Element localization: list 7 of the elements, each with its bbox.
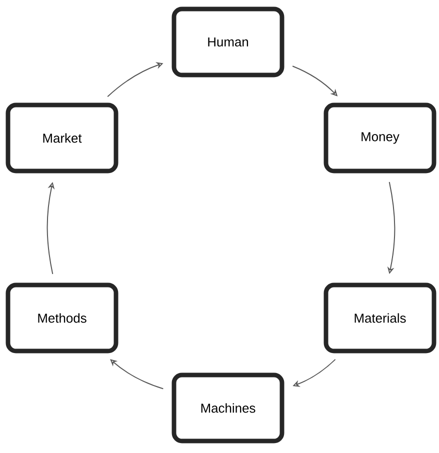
process-box: Machines xyxy=(172,372,284,444)
process-box: Money xyxy=(324,102,436,174)
arrow xyxy=(110,359,164,390)
process-box: Methods xyxy=(6,282,118,354)
process-box: Materials xyxy=(324,282,436,354)
process-box: Human xyxy=(172,6,284,78)
process-box: Market xyxy=(6,102,118,174)
